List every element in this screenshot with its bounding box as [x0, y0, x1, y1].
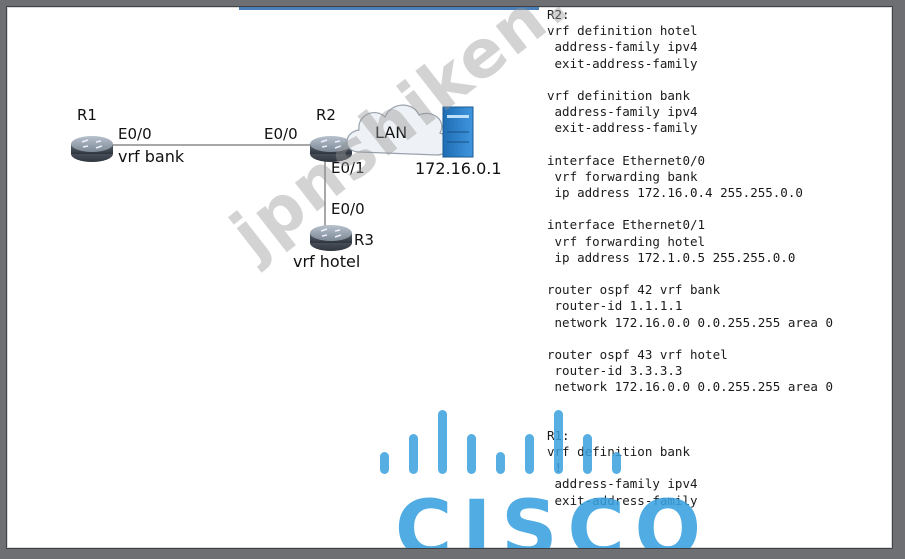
config-line: vrf definition bank — [547, 87, 690, 103]
config-line: vrf forwarding hotel — [547, 233, 706, 249]
config-line: vrf definition hotel — [547, 23, 698, 39]
router-r1-icon — [71, 136, 113, 162]
config-line: router ospf 43 vrf hotel — [547, 346, 728, 362]
r3-label: R3 — [354, 231, 374, 249]
diagram-canvas: R1 E0/0 vrf bank E0/0 R2 E0/1 LAN 172.16… — [6, 6, 893, 549]
config-line: exit-address-family — [547, 492, 698, 508]
cisco-logo-bars — [380, 410, 621, 474]
lan-label: LAN — [375, 123, 408, 142]
config-line: vrf definition bank — [547, 444, 690, 460]
config-listing: R2:vrf definition hotel address-family i… — [547, 7, 887, 509]
config-line: router ospf 42 vrf bank — [547, 282, 721, 298]
top-accent-bar — [239, 7, 539, 10]
config-line: R2: — [547, 7, 570, 22]
config-line: address-family ipv4 — [547, 39, 698, 55]
config-line: network 172.16.0.0 0.0.255.255 area 0 — [547, 314, 833, 330]
config-line: ip address 172.16.0.4 255.255.0.0 — [547, 185, 803, 201]
router-r2-icon — [310, 136, 352, 162]
r1-label: R1 — [77, 106, 97, 124]
r2-label: R2 — [316, 106, 336, 124]
config-line: interface Ethernet0/0 — [547, 152, 706, 168]
router-r3-icon — [310, 225, 352, 251]
r2-interface-down-label: E0/1 — [331, 159, 365, 177]
config-line — [547, 201, 887, 217]
config-line: router-id 1.1.1.1 — [547, 298, 683, 314]
config-line: exit-address-family — [547, 55, 698, 71]
r2-interface-left-label: E0/0 — [264, 125, 298, 143]
config-line: exit-address-family — [547, 120, 698, 136]
config-line — [547, 72, 887, 88]
config-line — [547, 331, 887, 347]
config-line: vrf forwarding bank — [547, 168, 698, 184]
config-line: interface Ethernet0/1 — [547, 217, 706, 233]
r1-vrf-label: vrf bank — [118, 147, 185, 166]
config-line — [547, 137, 887, 153]
topology-svg — [71, 104, 474, 251]
r3-vrf-label: vrf hotel — [293, 252, 361, 271]
server-ip-label: 172.16.0.1 — [415, 159, 502, 178]
config-line: network 172.16.0.0 0.0.255.255 area 0 — [547, 379, 833, 395]
config-line — [547, 266, 887, 282]
config-line: ip address 172.1.0.5 255.255.0.0 — [547, 249, 796, 265]
r1-interface-label: E0/0 — [118, 125, 152, 143]
server-icon — [442, 106, 474, 158]
config-line: address-family ipv4 — [547, 104, 698, 120]
config-line: address-family ipv4 — [547, 476, 698, 492]
config-line: router-id 3.3.3.3 — [547, 363, 683, 379]
r3-interface-label: E0/0 — [331, 200, 365, 218]
cisco-logo-wordmark: CISCO — [395, 485, 711, 549]
